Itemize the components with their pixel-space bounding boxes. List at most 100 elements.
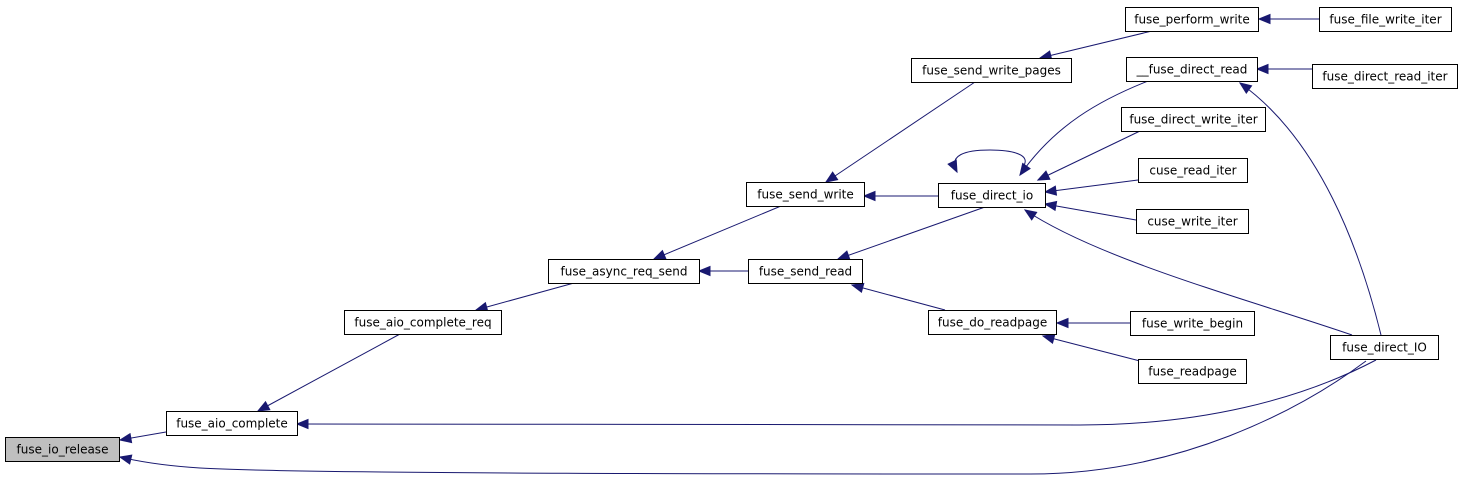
node-label: fuse_io_release (17, 443, 109, 457)
node-label: fuse_send_write (757, 188, 854, 202)
arrowhead-icon (295, 418, 309, 430)
node-label: fuse_perform_write (1134, 13, 1250, 27)
arrowhead-icon (697, 265, 711, 277)
edge-fuse_do_readpage-to-fuse_send_read (850, 282, 946, 311)
arrowhead-icon (1023, 209, 1038, 221)
node-label: fuse_direct_write_iter (1129, 113, 1257, 127)
edge-line (653, 205, 782, 260)
edge-line (257, 333, 401, 412)
node-label: fuse_direct_IO (1342, 341, 1427, 355)
arrowhead-icon (652, 249, 667, 260)
node-label: fuse_write_begin (1142, 317, 1243, 331)
arrowhead-icon (824, 171, 839, 183)
node-fuse-direct-IO[interactable]: fuse_direct_IO (1330, 335, 1439, 360)
node-label: cuse_write_iter (1147, 215, 1237, 229)
arrowhead-icon (1043, 185, 1058, 196)
edge-fuse_direct_IO-to-fuse_direct_io (1023, 209, 1353, 336)
node-cuse-read-iter[interactable]: cuse_read_iter (1138, 158, 1248, 183)
edge-line (475, 282, 575, 311)
node-box[interactable] (1330, 335, 1439, 360)
arrowhead-icon (1019, 162, 1031, 177)
edge-line (1042, 335, 1141, 362)
node-box[interactable] (1312, 64, 1458, 89)
edge-line (1039, 30, 1153, 59)
node-box[interactable] (1136, 209, 1249, 234)
node-box[interactable] (1126, 57, 1258, 82)
arrowhead-icon (118, 454, 133, 465)
nodes-layer: fuse_io_release fuse_aio_complete fuse_aio… (5, 7, 1458, 462)
node-fuse-send-write-pages[interactable]: fuse_send_write_pages (911, 58, 1072, 83)
edge-line (1044, 179, 1139, 193)
edges-layer (118, 13, 1382, 475)
edge-line (1037, 130, 1141, 181)
node-box[interactable] (1130, 311, 1255, 336)
edge-line (1239, 82, 1382, 336)
node-fuse-async-req-send[interactable]: fuse_async_req_send (548, 259, 700, 284)
node-box[interactable] (746, 182, 865, 207)
node-box[interactable] (1138, 359, 1247, 384)
arrowhead-icon (1255, 63, 1269, 75)
arrowhead-icon (947, 159, 958, 174)
edge-line (296, 359, 1377, 426)
arrowhead-icon (118, 432, 133, 444)
edge-line (837, 206, 986, 260)
node-fuse-perform-write[interactable]: fuse_perform_write (1125, 7, 1259, 32)
node-fuse-direct-write-iter[interactable]: fuse_direct_write_iter (1121, 107, 1266, 132)
arrowhead-icon (1043, 200, 1058, 212)
arrowhead-icon (836, 250, 851, 261)
node-fuse-do-readpage[interactable]: fuse_do_readpage (928, 310, 1057, 335)
node-box[interactable] (1319, 7, 1452, 32)
node-box[interactable] (166, 411, 298, 436)
edge-fuse_direct_io-to-fuse_direct_io (947, 149, 1026, 174)
node-fuse-direct-read-iter[interactable]: fuse_direct_read_iter (1312, 64, 1458, 89)
node-fuse-readpage[interactable]: fuse_readpage (1138, 359, 1247, 384)
edge-fuse_send_write-to-fuse_async_req_send (652, 205, 782, 260)
node-fuse-write-begin[interactable]: fuse_write_begin (1130, 311, 1255, 336)
node-box[interactable] (748, 259, 863, 284)
edge-fuse_aio_complete_req-to-fuse_aio_complete (256, 333, 401, 412)
node-box[interactable] (344, 310, 502, 335)
edge-fuse_direct_IO-to-__fuse_direct_read (1238, 82, 1382, 336)
edge-fuse_readpage-to-fuse_do_readpage (1041, 333, 1141, 362)
edge-fuse_direct_read_iter-to-__fuse_direct_read (1255, 63, 1312, 75)
node-box[interactable] (938, 183, 1046, 208)
node-fuse-aio-complete[interactable]: fuse_aio_complete (166, 411, 298, 436)
node-box[interactable] (1125, 7, 1259, 32)
node-box[interactable] (5, 437, 120, 462)
edge-line (1044, 203, 1137, 221)
node-box[interactable] (548, 259, 700, 284)
node-fuse-aio-complete-req[interactable]: fuse_aio_complete_req (344, 310, 502, 335)
edge-cuse_read_iter-to-fuse_direct_io (1043, 179, 1139, 196)
edge-fuse_direct_write_iter-to-fuse_direct_io (1036, 130, 1141, 181)
node-fuse-io-release[interactable]: fuse_io_release (5, 437, 120, 462)
node-box[interactable] (1121, 107, 1266, 132)
node-label: fuse_async_req_send (561, 265, 688, 279)
node-label: fuse_aio_complete_req (354, 316, 491, 330)
arrowhead-icon (850, 282, 865, 294)
node-box[interactable] (911, 58, 1072, 83)
node-fuse-direct-io[interactable]: fuse_direct_io (938, 183, 1046, 208)
node-label: fuse_direct_io (951, 189, 1033, 203)
node-label: fuse_file_write_iter (1329, 13, 1441, 27)
node-box[interactable] (1138, 158, 1248, 183)
node-label: fuse_direct_read_iter (1322, 70, 1447, 84)
arrowhead-icon (1238, 82, 1253, 94)
node-fuse-send-write[interactable]: fuse_send_write (746, 182, 865, 207)
arrowhead-icon (862, 190, 876, 202)
node-fuse-send-read[interactable]: fuse_send_read (748, 259, 863, 284)
edge-fuse_direct_IO-to-fuse_aio_complete (295, 359, 1377, 430)
arrowhead-icon (1055, 317, 1069, 329)
edge-line (851, 284, 946, 311)
edge-fuse_async_req_send-to-fuse_aio_complete_req (474, 282, 575, 313)
node-label: fuse_readpage (1148, 365, 1236, 379)
node-label: fuse_send_write_pages (922, 64, 1061, 78)
edge-line (1024, 209, 1353, 336)
node-fuse-file-write-iter[interactable]: fuse_file_write_iter (1319, 7, 1452, 32)
edge-fuse_send_read-to-fuse_async_req_send (697, 265, 748, 277)
node-fuse-direct-read[interactable]: __fuse_direct_read (1126, 57, 1258, 82)
edge-fuse_write_begin-to-fuse_do_readpage (1055, 317, 1130, 329)
node-box[interactable] (928, 310, 1057, 335)
node-cuse-write-iter[interactable]: cuse_write_iter (1136, 209, 1249, 234)
edge-fuse_aio_complete-to-fuse_io_release (118, 431, 167, 444)
edge-cuse_write_iter-to-fuse_direct_io (1043, 200, 1137, 221)
